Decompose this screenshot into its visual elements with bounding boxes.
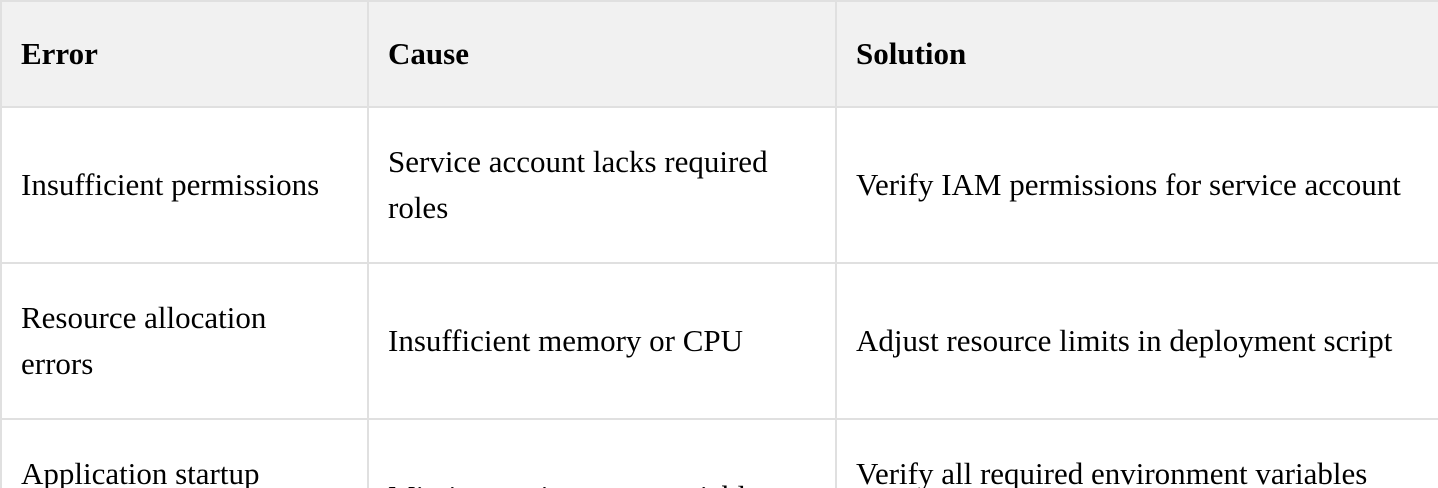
cell-cause: Insufficient memory or CPU bbox=[367, 262, 837, 420]
cell-solution: Adjust resource limits in deployment scr… bbox=[835, 262, 1438, 420]
column-header-solution: Solution bbox=[835, 0, 1438, 108]
cell-solution: Verify IAM permissions for service accou… bbox=[835, 106, 1438, 264]
cell-error: Resource allocation errors bbox=[0, 262, 369, 420]
table-header-row: Error Cause Solution bbox=[0, 0, 1438, 108]
cell-cause: Service account lacks required roles bbox=[367, 106, 837, 264]
cell-cause: Missing environment variables bbox=[367, 418, 837, 488]
cell-error: Insufficient permissions bbox=[0, 106, 369, 264]
table-row: Application startup failures Missing env… bbox=[0, 418, 1438, 488]
table-row: Resource allocation errors Insufficient … bbox=[0, 262, 1438, 420]
column-header-error: Error bbox=[0, 0, 369, 108]
column-header-cause: Cause bbox=[367, 0, 837, 108]
cell-solution: Verify all required environment variable… bbox=[835, 418, 1438, 488]
table-row: Insufficient permissions Service account… bbox=[0, 106, 1438, 264]
cell-error: Application startup failures bbox=[0, 418, 369, 488]
